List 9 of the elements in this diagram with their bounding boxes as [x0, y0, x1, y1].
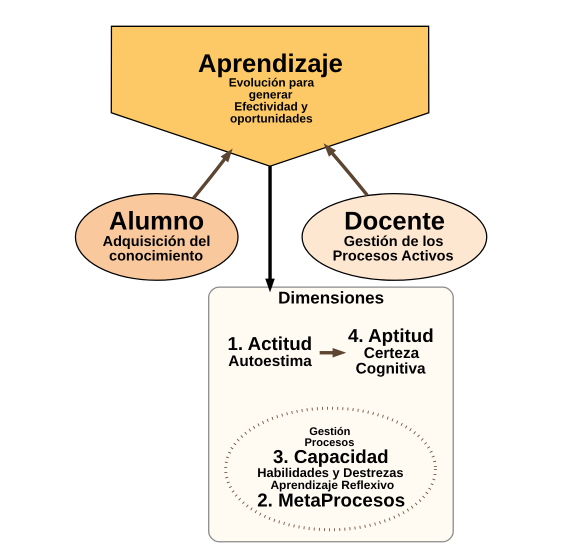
arrow — [265, 166, 275, 292]
arrow — [324, 143, 369, 196]
node-text: 1. Actitud Autoestima — [227, 332, 312, 370]
node-ellipse: Alumno Adquisición del conocimiento — [74, 193, 239, 281]
arrow — [320, 348, 346, 358]
node-text: 4. Aptitud Certeza Cognitiva — [348, 325, 434, 378]
node-ellipse: Docente Gestión de los Procesos Activos — [301, 193, 488, 281]
node-ellipse: Gestión Procesos 3. Capacidad Habilidades y Destrezas Aprendizaje Reflexivo 2. MetaProcesos — [224, 406, 437, 532]
arrow — [192, 148, 233, 200]
